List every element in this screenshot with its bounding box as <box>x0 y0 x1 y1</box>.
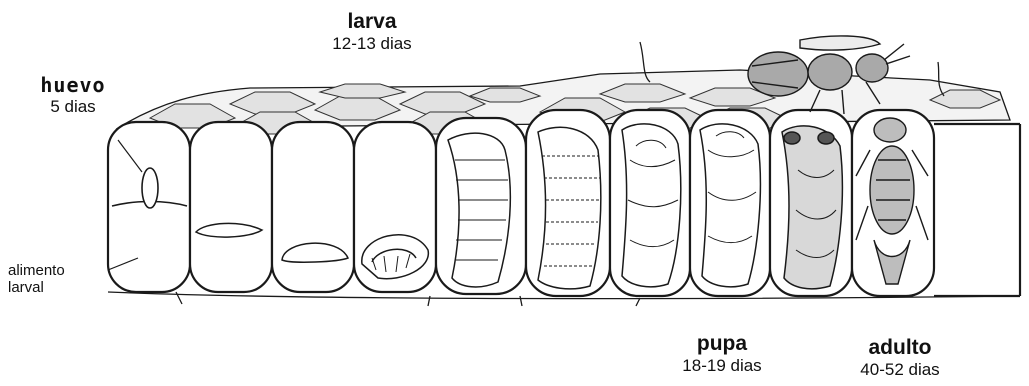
pupa-label: pupa 18-19 dias <box>662 332 782 376</box>
cell-11 <box>934 124 1020 296</box>
alimento-larval-label: alimento larval <box>8 262 118 297</box>
huevo-label: huevo 5 dias <box>18 74 128 117</box>
huevo-stage-name: huevo <box>18 74 128 97</box>
egg <box>142 168 158 208</box>
cell-3 <box>272 122 354 292</box>
huevo-duration: 5 dias <box>18 97 128 117</box>
pupae <box>622 124 842 289</box>
larva-label: larva 12-13 dias <box>312 10 432 54</box>
pupa-duration: 18-19 dias <box>662 356 782 376</box>
dark-pupa <box>782 126 842 289</box>
adulto-label: adulto 40-52 dias <box>840 336 960 380</box>
alimento-line-2: larval <box>8 279 118 296</box>
alimento-line-1: alimento <box>8 262 118 279</box>
pupa-stage-name: pupa <box>662 332 782 356</box>
adulto-duration: 40-52 dias <box>840 360 960 380</box>
cell-2 <box>190 122 272 292</box>
larva-stage-name: larva <box>312 10 432 34</box>
prepupa <box>538 127 601 289</box>
larva-duration: 12-13 dias <box>312 34 432 54</box>
adulto-stage-name: adulto <box>840 336 960 360</box>
white-pupa <box>622 124 681 287</box>
developing-pupa <box>700 124 760 287</box>
